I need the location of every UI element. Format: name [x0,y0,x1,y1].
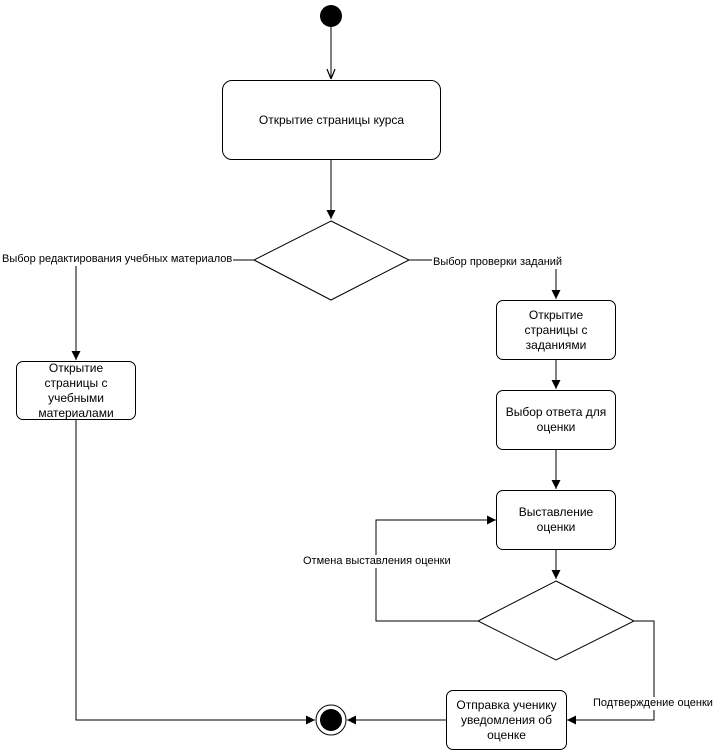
edge-materials-to-end [75,420,315,725]
decision-diamond-main [252,220,411,301]
node-open-materials: Открытие страницы с учебными материалами [16,361,136,420]
edge-confirm-to-notify [567,620,655,725]
edge-label-cancel-grade: Отмена выставления оценки [302,555,452,568]
edge-label-edit-materials: Выбор редактирования учебных материалов [1,253,234,266]
node-choose-answer: Выбор ответа для оценки [496,390,616,450]
node-open-tasks-label: Открытие страницы с заданиями [524,307,588,352]
edge-label-confirm-grade: Подтверждение оценки [592,697,714,710]
node-open-course-label: Открытие страницы курса [258,112,405,127]
node-notify-student-label: Отправка ученику уведомления об оценке [456,697,557,742]
end-node-inner [320,709,342,731]
node-set-grade: Выставление оценки [496,490,616,550]
node-choose-answer-label: Выбор ответа для оценки [505,405,607,434]
node-notify-student: Отправка ученику уведомления об оценке [446,690,567,750]
start-node [320,5,342,27]
edge-label-check-tasks: Выбор проверки заданий [432,256,564,269]
node-set-grade-label: Выставление оценки [518,505,594,534]
decision-diamond-grade [476,580,636,661]
edge-cancel-loop [375,515,496,622]
edge-decision-to-materials [71,259,254,360]
node-open-materials-label: Открытие страницы с учебными материалами [38,360,114,420]
node-open-tasks: Открытие страницы с заданиями [496,300,616,360]
node-open-course: Открытие страницы курса [222,80,441,160]
